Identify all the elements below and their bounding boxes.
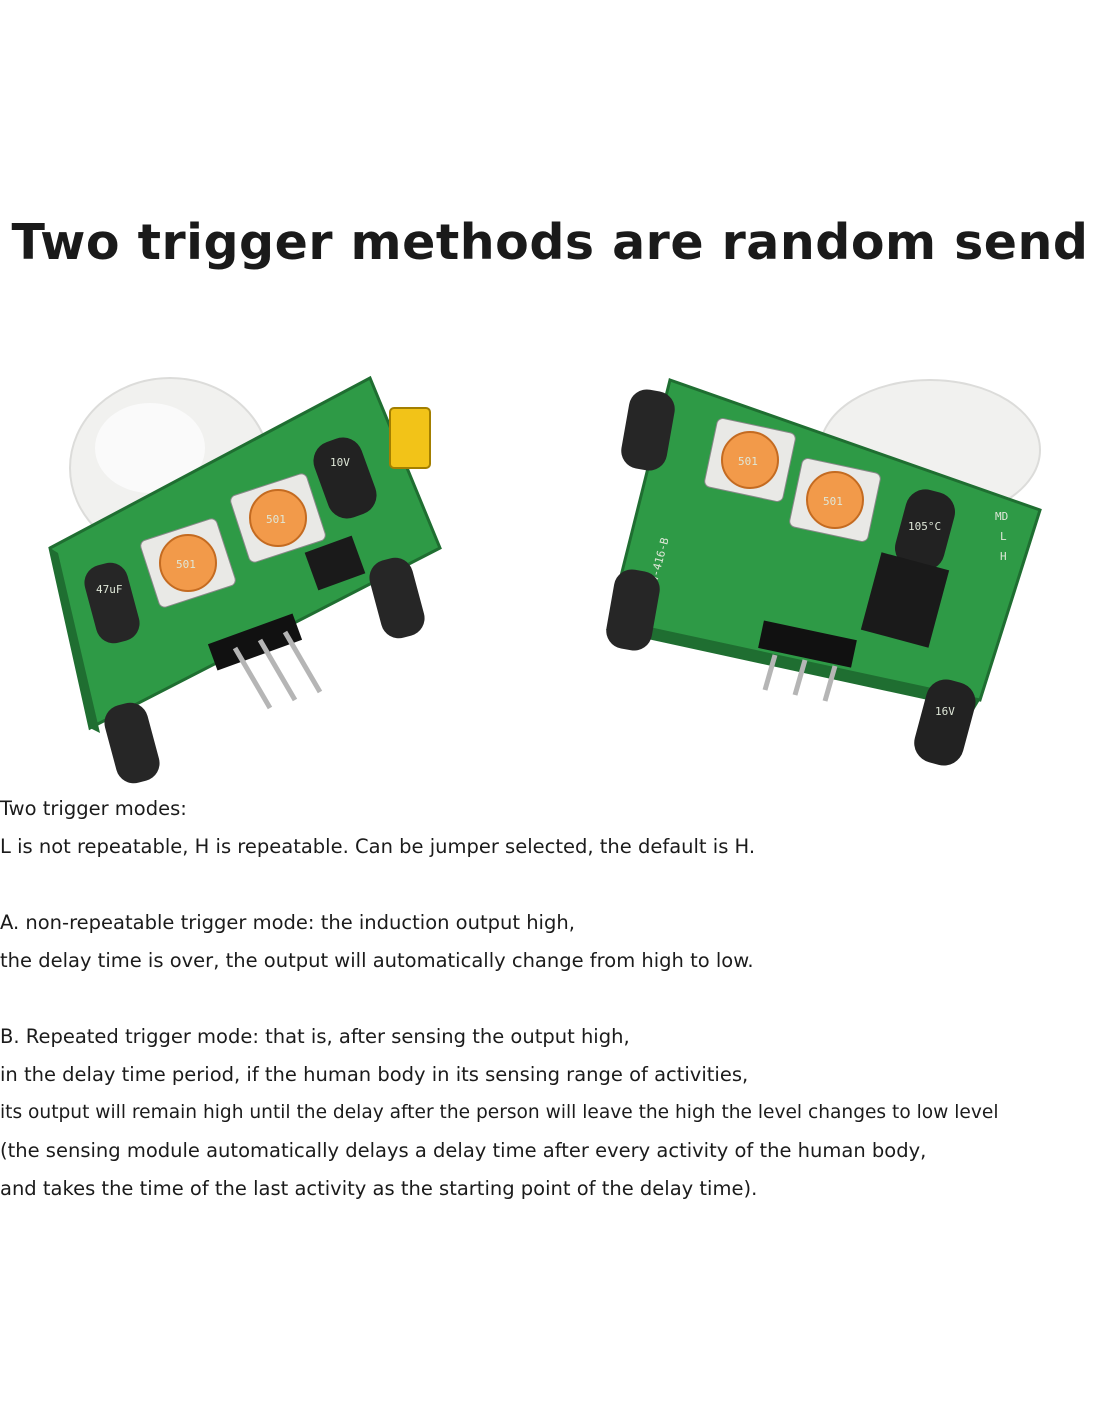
ic-chip (304, 535, 366, 591)
mode-b-line: B. Repeated trigger mode: that is, after… (0, 1025, 630, 1048)
pir-sensor-module-icon: 501 501 10V 47uF (48, 375, 442, 784)
mode-b-line: and takes the time of the last activity … (0, 1177, 758, 1200)
pcb-edge (606, 620, 980, 710)
jumper-l-label: L (1000, 530, 1007, 543)
trimmer-potentiometer-b: 501 (789, 458, 881, 542)
electrolytic-capacitor-small-3 (104, 702, 160, 784)
jumper-labels: MD L H (995, 510, 1008, 563)
pir-sensor-module-icon: 501 501 HW-416-B 105°C 16V MD L H (606, 378, 1042, 766)
mode-a-line: the delay time is over, the output will … (0, 949, 754, 972)
electrolytic-capacitor-small-1: 47uF (84, 562, 140, 644)
trimmer-potentiometer-a: 501 (140, 518, 236, 608)
section-heading: Two trigger modes: (0, 797, 187, 820)
electrolytic-capacitor-small-2 (369, 557, 425, 639)
page-title: Two trigger methods are random send (11, 214, 1089, 271)
electrolytic-capacitor-left (606, 569, 660, 651)
mode-b-line: its output will remain high until the de… (0, 1102, 999, 1123)
trimmer-potentiometer-a: 501 (704, 418, 796, 502)
cap-right-label: 16V (935, 705, 955, 718)
jumper-md-label: MD (995, 510, 1008, 523)
trimmer-a-label: 501 (738, 455, 758, 468)
pir-module-image-right: 501 501 HW-416-B 105°C 16V MD L H (600, 360, 1070, 790)
cap-temp-label: 105°C (908, 520, 941, 533)
electrolytic-capacitor-big: 10V (313, 437, 377, 519)
electrolytic-capacitor-right: 16V (914, 679, 976, 766)
mode-a-line: A. non-repeatable trigger mode: the indu… (0, 911, 575, 934)
ic-chip (860, 552, 950, 648)
lens-highlight (95, 403, 205, 493)
jumper-h-label: H (1000, 550, 1007, 563)
mode-b-line: in the delay time period, if the human b… (0, 1063, 749, 1086)
electrolytic-capacitor-mid: 105°C (894, 489, 956, 571)
header-pins (207, 613, 323, 710)
trimmer-potentiometer-b: 501 (230, 473, 326, 563)
trimmer-b-label: 501 (823, 495, 843, 508)
intro-line: L is not repeatable, H is repeatable. Ca… (0, 835, 756, 858)
mode-b-line: (the sensing module automatically delays… (0, 1139, 927, 1162)
trimmer-b-label: 501 (266, 513, 286, 526)
cap-big-label: 10V (330, 456, 350, 469)
cap-small-label: 47uF (96, 583, 123, 596)
pcb-edge (50, 548, 100, 733)
electrolytic-capacitor-top (621, 389, 675, 471)
mode-jumper (389, 407, 431, 469)
description-block: Two trigger modes: L is not repeatable, … (0, 790, 1100, 1208)
header-pins (758, 620, 857, 702)
trimmer-a-label: 501 (176, 558, 196, 571)
pir-module-image-left: 501 501 10V 47uF (40, 348, 510, 798)
